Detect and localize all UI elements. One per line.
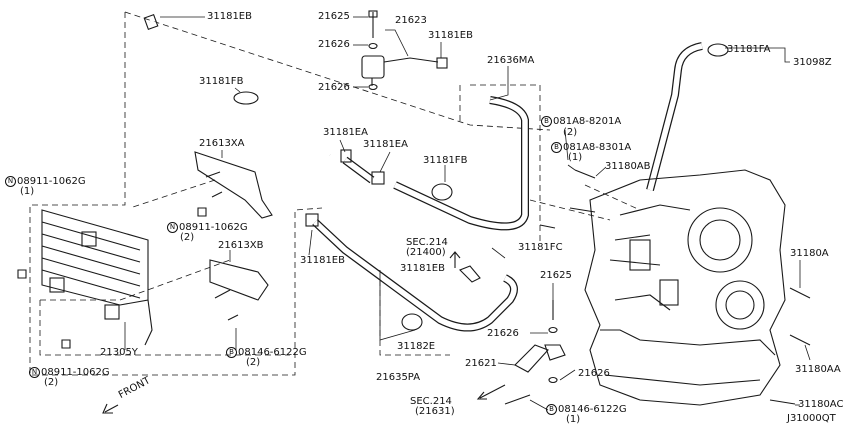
- label-081A8-8301A-qty: (1): [568, 152, 583, 163]
- hose-31098Z: [646, 42, 703, 192]
- label-sec214-b-ref: (21631): [415, 406, 455, 417]
- hose-clips: [233, 43, 729, 331]
- label-J31000QT: J31000QT: [787, 413, 836, 424]
- label-21626-d: 21626: [578, 368, 610, 379]
- label-31180AA: 31180AA: [795, 364, 841, 375]
- nut-symbol-N: N: [167, 222, 178, 233]
- label-sec214-a: SEC.214: [406, 237, 448, 248]
- bolts: [17, 169, 811, 405]
- dashed-reference-lines: [29, 11, 641, 376]
- bolt-symbol-B: B: [541, 116, 552, 127]
- oil-cooler-21305Y: [41, 209, 153, 346]
- lower-hose-21635PA: [305, 213, 518, 332]
- label-08911-c-text: 08911-1062G: [41, 367, 110, 378]
- label-08911-c-qty: (2): [44, 377, 59, 388]
- connector-21623: [361, 10, 448, 91]
- brackets: [194, 151, 273, 321]
- label-08146-a-text: 08146-6122G: [238, 347, 307, 358]
- label-31180AC: 31180AC: [798, 399, 844, 410]
- label-sec214-b: SEC.214: [410, 396, 452, 407]
- label-08911-a-qty: (1): [20, 186, 35, 197]
- label-21625-top: 21625: [318, 11, 350, 22]
- label-31182E: 31182E: [397, 341, 436, 352]
- label-21625-low: 21625: [540, 270, 572, 281]
- label-31181EB-top: 31181EB: [207, 11, 252, 22]
- label-08911-a-text: 08911-1062G: [17, 176, 86, 187]
- label-sec214-a-ref: (21400): [406, 247, 446, 258]
- label-21613XB: 21613XB: [218, 240, 264, 251]
- label-08146-a-qty: (2): [246, 357, 261, 368]
- label-31181FB-b: 31181FB: [423, 155, 468, 166]
- label-31181FA: 31181FA: [727, 44, 771, 55]
- label-31180AB: 31180AB: [605, 161, 651, 172]
- label-21626-b: 21626: [318, 82, 350, 93]
- label-31181FB-a: 31181FB: [199, 76, 244, 87]
- label-31180A: 31180A: [790, 248, 829, 259]
- label-081A8-8201A-qty: (2): [563, 127, 578, 138]
- direction-arrows: [102, 251, 506, 414]
- label-08911-b-text: 08911-1062G: [179, 222, 248, 233]
- bolt-symbol-B: B: [546, 404, 557, 415]
- nut-symbol-N: N: [29, 367, 40, 378]
- label-21305Y: 21305Y: [100, 347, 138, 358]
- label-31181EB-low: 31181EB: [300, 255, 345, 266]
- label-08146-b-text: 08146-6122G: [558, 404, 627, 415]
- label-21623: 21623: [395, 15, 427, 26]
- transaxle-assembly: [514, 169, 786, 406]
- cooler-hose-21636MA: [340, 96, 529, 231]
- leader-lines: [124, 16, 811, 411]
- label-21626-a: 21626: [318, 39, 350, 50]
- label-21621: 21621: [465, 358, 497, 369]
- label-21636MA: 21636MA: [487, 55, 535, 66]
- nut-symbol-N: N: [5, 176, 16, 187]
- label-31098Z: 31098Z: [793, 57, 832, 68]
- bolt-symbol-B: B: [226, 347, 237, 358]
- label-31181EB-low2: 31181EB: [400, 263, 445, 274]
- label-21613XA: 21613XA: [199, 138, 245, 149]
- label-31181FC: 31181FC: [518, 242, 563, 253]
- label-31181EB-mid: 31181EB: [428, 30, 473, 41]
- label-31181EA-b: 31181EA: [363, 139, 408, 150]
- label-31181EA-a: 31181EA: [323, 127, 368, 138]
- label-081A8-8201A-text: 081A8-8201A: [553, 116, 622, 127]
- label-21626-c: 21626: [487, 328, 519, 339]
- upper-cooler-hose: [143, 13, 332, 158]
- label-21635PA: 21635PA: [376, 372, 421, 383]
- label-08911-b-qty: (2): [180, 232, 195, 243]
- label-081A8-8301A-text: 081A8-8301A: [563, 142, 632, 153]
- bolt-symbol-B: B: [551, 142, 562, 153]
- label-08146-b-qty: (1): [566, 414, 581, 425]
